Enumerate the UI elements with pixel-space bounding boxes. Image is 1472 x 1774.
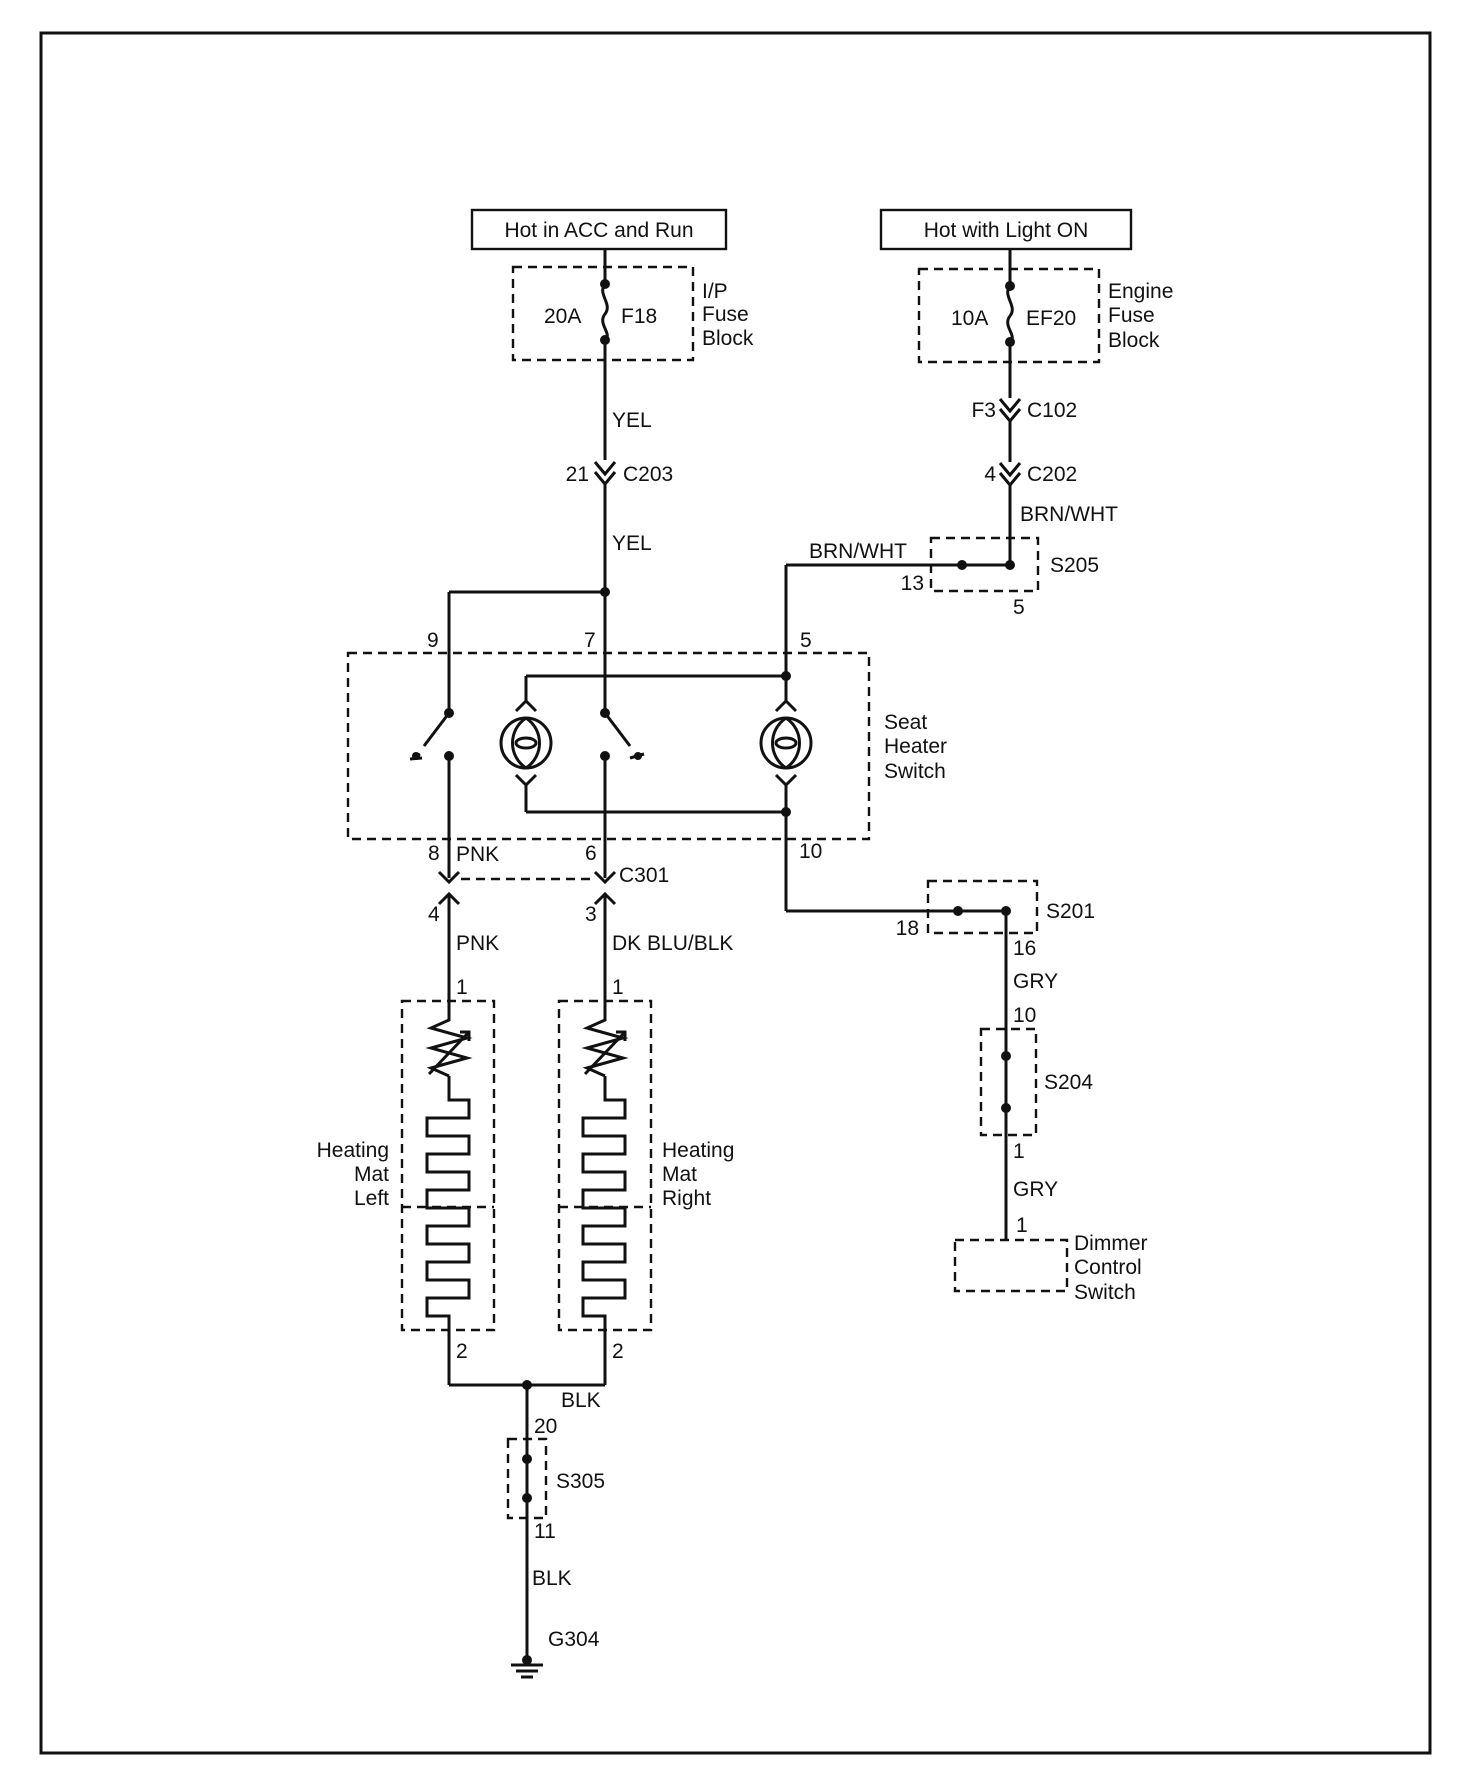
mat-left-label-3: Left xyxy=(354,1187,389,1210)
splice-s205-pin-in: 13 xyxy=(901,572,924,595)
fuse-ef20-amps: 10A xyxy=(951,307,988,330)
heating-mat-left-element xyxy=(425,1076,471,1385)
mat-left-label-2: Mat xyxy=(354,1163,389,1186)
wire-gry-label-1: GRY xyxy=(1013,970,1058,993)
switch-left-arm xyxy=(422,712,451,747)
wire-blk-label-2: BLK xyxy=(532,1567,572,1590)
splice-s305-name: S305 xyxy=(556,1470,605,1493)
splice-s201-pin-bottom: 16 xyxy=(1013,937,1036,960)
connector-c202-symbol xyxy=(998,462,1022,488)
splice-s205-pin-bottom: 5 xyxy=(1013,596,1025,619)
splice-s305-pin-top: 20 xyxy=(534,1415,557,1438)
switch-pin-5: 5 xyxy=(800,629,812,652)
switch-pin-9: 9 xyxy=(427,629,439,652)
heating-mat-left-variable-resistor xyxy=(425,1010,473,1078)
connector-c301-pin-3: 3 xyxy=(585,903,597,926)
seat-heater-switch-label-3: Switch xyxy=(884,760,946,783)
mat-left-pin-top: 1 xyxy=(456,976,468,999)
fuse-ef20-id: EF20 xyxy=(1026,307,1076,330)
splice-s201-pin-in: 18 xyxy=(896,917,919,940)
switch-pin-7: 7 xyxy=(584,629,596,652)
indicator-lamp-right xyxy=(759,698,813,788)
seat-heater-switch-box xyxy=(346,651,871,841)
fuse-ef20-symbol xyxy=(1006,285,1014,344)
splice-s305 xyxy=(506,1437,548,1520)
connector-c102-symbol xyxy=(998,398,1022,424)
header-light-on: Hot with Light ON xyxy=(924,219,1089,242)
seat-heater-switch-label-1: Seat xyxy=(884,711,927,734)
wire-gry-label-2: GRY xyxy=(1013,1178,1058,1201)
connector-c301-name: C301 xyxy=(619,864,669,887)
engine-fuse-block-label-3: Block xyxy=(1108,329,1160,352)
connector-c301-pin-8: 8 xyxy=(428,842,440,865)
diagram-frame xyxy=(39,31,1432,1755)
splice-s204-pin-top: 10 xyxy=(1013,1004,1036,1027)
mat-left-pin-bottom: 2 xyxy=(456,1340,468,1363)
switch-right-arm xyxy=(603,712,632,747)
connector-c102-name: C102 xyxy=(1027,399,1077,422)
header-box-acc-run xyxy=(470,208,728,251)
splice-s204-pin-bottom: 1 xyxy=(1013,1140,1025,1163)
splice-s201 xyxy=(926,879,1039,935)
splice-s305-pin-bottom: 11 xyxy=(534,1520,556,1543)
mat-right-pin-top: 1 xyxy=(612,976,624,999)
ip-fuse-block-label-3: Block xyxy=(702,327,754,350)
dimmer-pin: 1 xyxy=(1016,1214,1028,1237)
connector-c203-symbol xyxy=(593,461,617,487)
connector-c203-pin: 21 xyxy=(566,463,589,486)
wire-blk-label-1: BLK xyxy=(561,1389,601,1412)
connector-c301-pin-6: 6 xyxy=(585,842,597,865)
header-box-light-on xyxy=(879,208,1133,251)
fuse-f18-id: F18 xyxy=(621,305,657,328)
dimmer-label-2: Control xyxy=(1074,1256,1142,1279)
switch-pin-10: 10 xyxy=(799,840,822,863)
ip-fuse-block-label-1: I/P xyxy=(702,280,728,303)
connector-c203-name: C203 xyxy=(623,463,673,486)
ip-fuse-block-label-2: Fuse xyxy=(702,303,749,326)
mat-right-label-1: Heating xyxy=(662,1139,734,1162)
seat-heater-switch-label-2: Heater xyxy=(884,735,947,758)
wire-dk-blu-blk-label: DK BLU/BLK xyxy=(612,932,733,955)
mat-right-label-2: Mat xyxy=(662,1163,697,1186)
splice-s204-name: S204 xyxy=(1044,1071,1093,1094)
mat-right-label-3: Right xyxy=(662,1187,711,1210)
engine-fuse-block-label-2: Fuse xyxy=(1108,304,1155,327)
connector-c202-name: C202 xyxy=(1027,463,1077,486)
fuse-f18-symbol xyxy=(601,283,609,342)
wire-yel-label-2: YEL xyxy=(612,532,652,555)
header-acc-run: Hot in ACC and Run xyxy=(504,219,693,242)
fuse-f18-amps: 20A xyxy=(544,305,581,328)
wire-brn-wht-label-2: BRN/WHT xyxy=(809,540,907,563)
heating-mat-right-element xyxy=(581,1076,627,1385)
mat-left-label-1: Heating xyxy=(317,1139,389,1162)
engine-fuse-block-label-1: Engine xyxy=(1108,280,1173,303)
wire-brn-wht-label-1: BRN/WHT xyxy=(1020,503,1118,526)
splice-s201-name: S201 xyxy=(1046,900,1095,923)
dimmer-control-switch-box xyxy=(953,1238,1069,1293)
indicator-lamp-left xyxy=(499,698,553,788)
splice-s204 xyxy=(979,1027,1038,1137)
ground-g304-name: G304 xyxy=(548,1628,600,1651)
connector-c301-pin-4: 4 xyxy=(428,903,440,926)
ground-icon xyxy=(511,1663,543,1679)
splice-s205-name: S205 xyxy=(1050,554,1099,577)
ip-fuse-block xyxy=(511,265,695,362)
wire-pnk-label-2: PNK xyxy=(456,932,499,955)
dimmer-label-3: Switch xyxy=(1074,1281,1136,1304)
connector-c301-upper xyxy=(437,870,617,885)
connector-c102-pin: F3 xyxy=(971,399,996,422)
connector-c202-pin: 4 xyxy=(984,463,996,486)
wire-pnk-label-1: PNK xyxy=(456,843,499,866)
wire-yel-label-1: YEL xyxy=(612,409,652,432)
heating-mat-right-variable-resistor xyxy=(581,1010,629,1078)
dimmer-label-1: Dimmer xyxy=(1074,1232,1148,1255)
mat-right-pin-bottom: 2 xyxy=(612,1340,624,1363)
